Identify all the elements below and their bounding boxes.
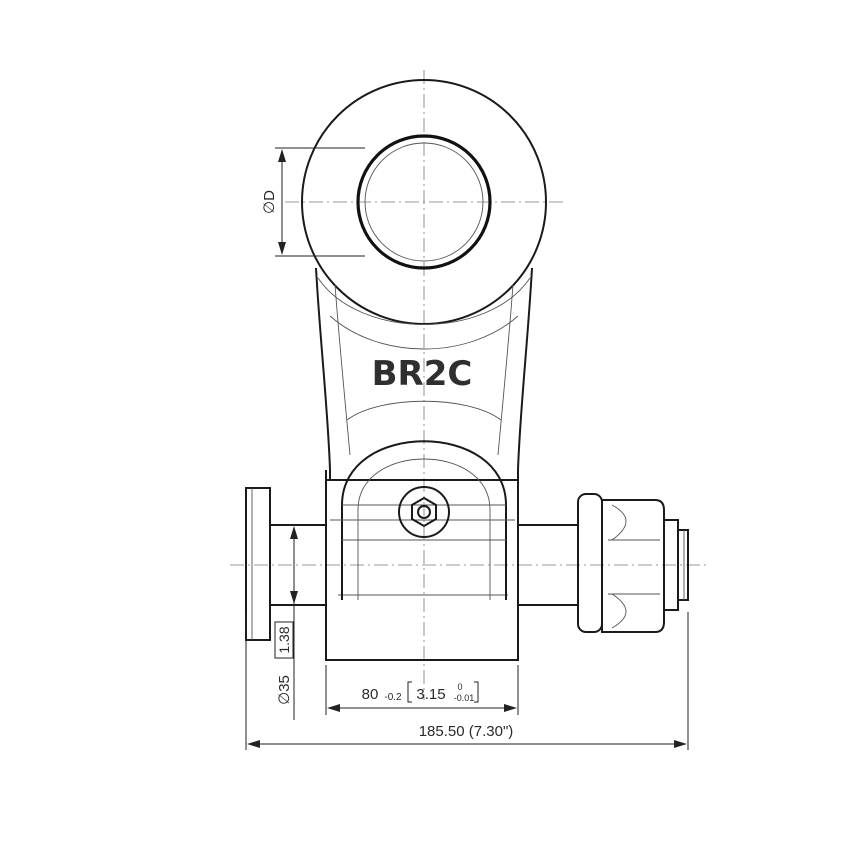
dim-width-mm: 80: [362, 686, 379, 703]
grease-nipple: [398, 486, 450, 538]
centerlines: [230, 70, 710, 700]
dim-overall-label: 185.50 (7.30"): [419, 723, 514, 740]
dim-shaft-in: 1.38: [276, 626, 292, 653]
dimension-shaft: 1.38 ∅35: [274, 524, 300, 720]
dimension-width: 80 -0.2 3.15 0 -0.01: [325, 665, 519, 715]
dim-shaft-mm: ∅35: [276, 675, 293, 705]
dim-width-mm-tol: -0.2: [384, 692, 402, 703]
right-shaft-nut: [517, 493, 689, 633]
model-label: BR2C: [372, 354, 473, 394]
dim-bore-label: ∅D: [261, 190, 278, 214]
upper-eye: [301, 79, 547, 325]
dim-width-in-tol-upper: 0: [457, 682, 462, 692]
dim-width-in: 3.15: [416, 686, 445, 703]
left-shaft: [245, 487, 327, 641]
dimension-overall: 185.50 (7.30"): [245, 612, 689, 750]
dimension-bore: ∅D: [261, 147, 365, 257]
dim-width-in-tol-lower: -0.01: [454, 693, 475, 703]
